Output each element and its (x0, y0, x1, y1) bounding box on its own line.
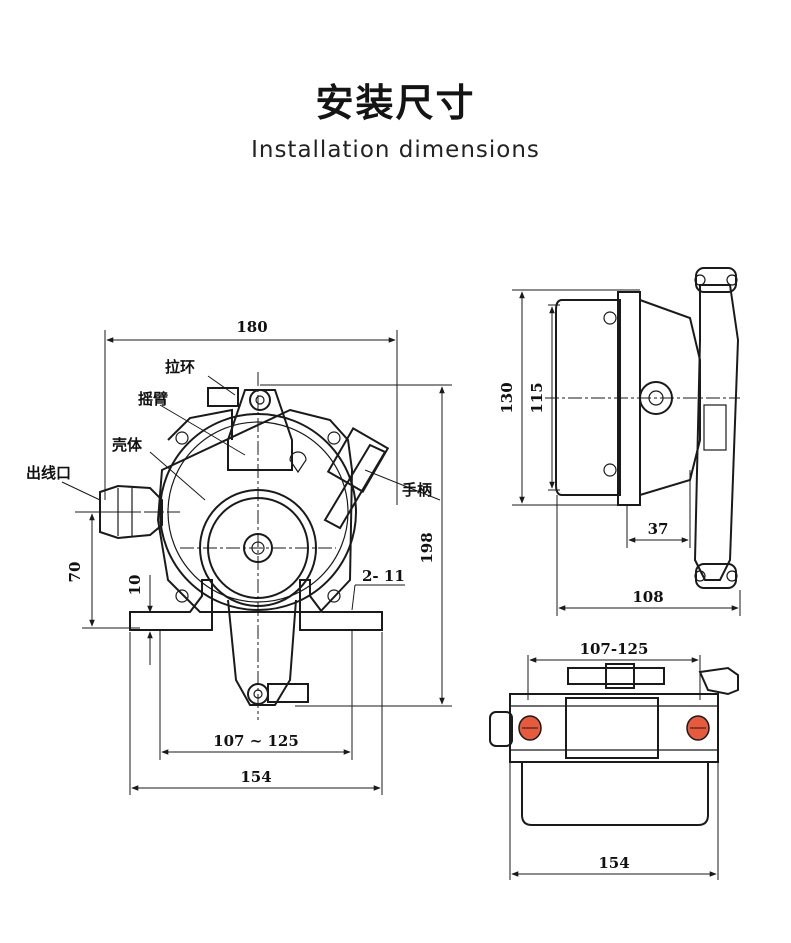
top-cable-gland (489, 711, 513, 747)
leader-housing (149, 451, 206, 501)
side-arm-bottom (695, 563, 737, 589)
dim-70-label: 70 (66, 562, 84, 583)
side-housing (555, 299, 621, 496)
dim-10-label: 10 (126, 575, 144, 596)
dim-107-125-label: 107 ~ 125 (213, 732, 299, 750)
side-arm-pin (694, 274, 706, 286)
pivot-top-pin (255, 395, 265, 405)
pivot-top (249, 389, 271, 411)
leader-rocker-arm (159, 404, 246, 456)
dim-top-107-125-label: 107-125 (580, 640, 649, 658)
top-handle-tip (698, 666, 739, 696)
label-pull-ring: 拉环 (165, 358, 195, 376)
base-plate-right (299, 579, 383, 631)
side-cover (639, 298, 701, 497)
dim-hole-label: 2- 11 (362, 567, 405, 585)
side-flange (617, 291, 641, 506)
front-view: 180 198 70 10 2- 11 107 ~ 125 154 (26, 318, 452, 795)
dim-180-label: 180 (236, 318, 267, 336)
side-arm-slot (703, 404, 727, 451)
dim-108-label: 108 (632, 588, 663, 606)
screw (327, 431, 341, 445)
top-handle-block (605, 663, 635, 689)
bottom-tab (267, 683, 309, 703)
top-view: 107-125 154 (489, 640, 739, 880)
handle-grip (326, 426, 390, 494)
dim-top-154-label: 154 (598, 854, 629, 872)
dim-198-label: 198 (418, 532, 436, 563)
label-cable-outlet: 出线口 (26, 464, 71, 482)
screw (175, 431, 189, 445)
side-arm (693, 284, 740, 581)
label-handle: 手柄 (402, 481, 432, 499)
base-plate-left (129, 579, 213, 631)
side-arm-pin (726, 274, 738, 286)
leader-pull-ring (207, 375, 236, 396)
dim-37-label: 37 (648, 520, 669, 538)
dim-154-label: 154 (240, 768, 271, 786)
page-subtitle: Installation dimensions (251, 137, 540, 163)
screw (327, 589, 341, 603)
pull-ring-tab (207, 387, 239, 407)
dim-130-label: 130 (498, 382, 516, 413)
label-housing: 壳体 (111, 436, 143, 454)
top-center-block (565, 697, 659, 759)
side-arm-pin (694, 570, 706, 582)
side-arm-pin (726, 570, 738, 582)
leader-handle (364, 469, 441, 501)
key-slot (289, 451, 307, 474)
leader-line (351, 584, 356, 611)
rocker-arm-top (227, 389, 293, 471)
page-title: 安装尺寸 (315, 81, 476, 125)
label-rocker-arm: 摇臂 (138, 390, 168, 408)
side-arm-top (695, 267, 737, 293)
cable-gland (99, 484, 163, 540)
leader-outlet (61, 481, 101, 501)
side-screw (603, 463, 617, 477)
top-housing (521, 761, 709, 826)
side-view: 130 115 37 108 (498, 267, 741, 616)
housing-outline (156, 408, 354, 613)
side-screw (603, 311, 617, 325)
dim-115-label: 115 (528, 382, 546, 413)
screw (175, 589, 189, 603)
rocker-arm-bottom (227, 599, 297, 706)
top-handle-bar (567, 667, 665, 685)
